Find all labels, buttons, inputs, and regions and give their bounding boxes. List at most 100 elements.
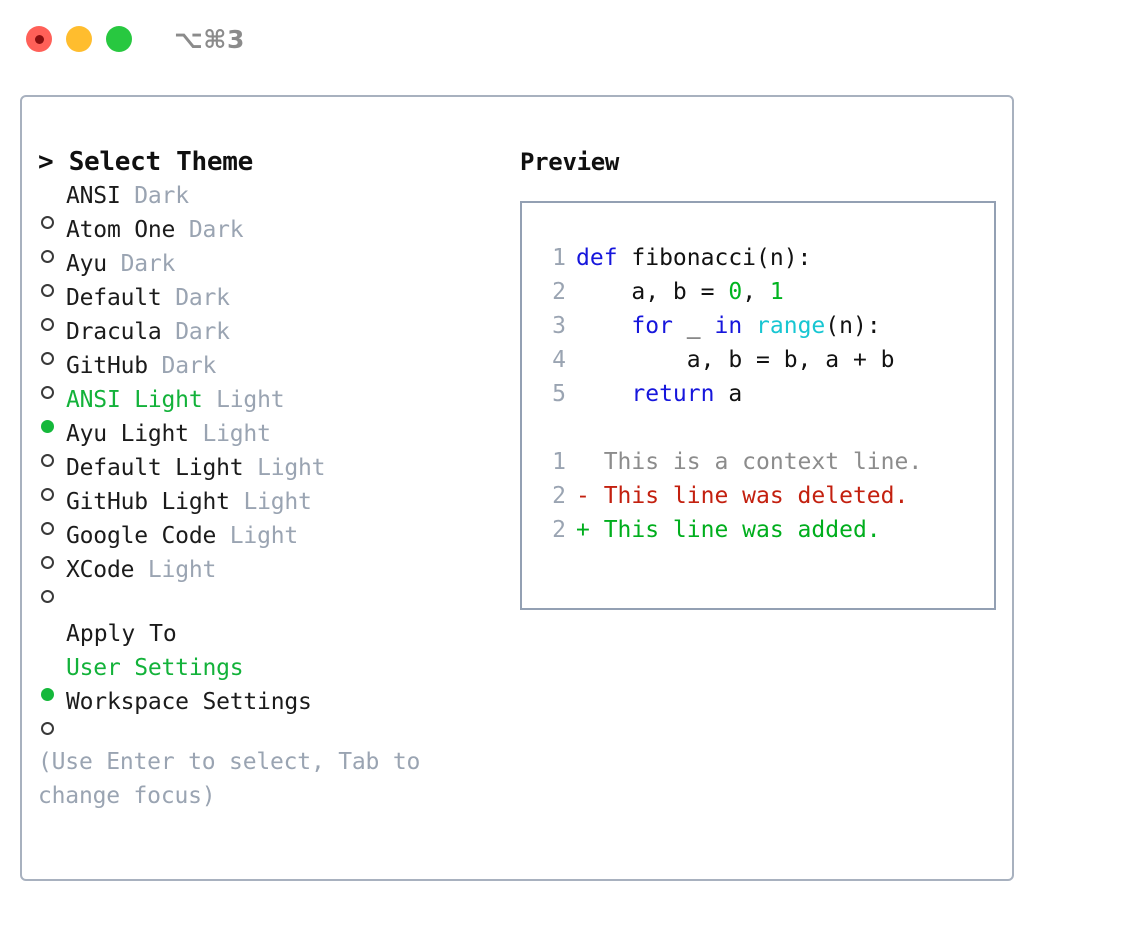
line-number: 2: [552, 279, 566, 305]
theme-variant-separator: [243, 451, 257, 485]
radio-dot: [41, 556, 54, 569]
code-token: _: [672, 313, 715, 339]
theme-variant-separator: [216, 519, 230, 553]
theme-list-item[interactable]: Atom One Dark: [38, 213, 498, 263]
theme-list-item[interactable]: ANSI Dark: [38, 179, 498, 229]
theme-name: Ayu Light: [66, 421, 189, 447]
code-token: range: [756, 313, 826, 339]
theme-name: Ayu: [66, 251, 107, 277]
theme-variant: Light: [243, 489, 312, 515]
code-token: (n):: [825, 313, 881, 339]
radio-dot: [41, 216, 54, 229]
radio-dot: [41, 250, 54, 263]
theme-list-item[interactable]: GitHub Dark: [38, 349, 498, 399]
theme-variant: Light: [257, 455, 326, 481]
theme-name: XCode: [66, 557, 135, 583]
code-token: 1: [769, 279, 784, 305]
keyboard-shortcut-label: ⌥⌘3: [174, 24, 245, 54]
theme-list-item[interactable]: Ayu Light Light: [38, 417, 498, 467]
theme-variant: Light: [216, 387, 285, 413]
code-token: in: [714, 313, 743, 339]
apply-to-option[interactable]: User Settings: [38, 651, 498, 701]
radio-dot: [41, 522, 54, 535]
theme-variant-separator: [148, 349, 162, 383]
theme-name: Default Light: [66, 455, 244, 481]
theme-name: Dracula: [66, 319, 162, 345]
line-number: 2: [552, 483, 566, 509]
theme-list-item[interactable]: Google Code Light: [38, 519, 498, 569]
theme-list-item[interactable]: GitHub Light Light: [38, 485, 498, 535]
close-button[interactable]: [26, 26, 52, 52]
theme-name: GitHub Light: [66, 489, 230, 515]
line-number: 5: [552, 381, 566, 407]
line-number: 2: [552, 517, 566, 543]
preview-title: Preview: [520, 148, 620, 176]
maximize-button[interactable]: [106, 26, 132, 52]
theme-variant: Dark: [134, 183, 189, 209]
theme-variant-separator: [134, 553, 148, 587]
line-number: 4: [552, 347, 566, 373]
theme-list-item[interactable]: Ayu Dark: [38, 247, 498, 297]
theme-name: GitHub: [66, 353, 148, 379]
title-bar: ⌥⌘3: [0, 0, 1140, 78]
theme-name: ANSI Light: [66, 387, 203, 413]
radio-dot: [41, 722, 54, 735]
theme-variant-separator: [202, 383, 216, 417]
code-token: def: [576, 245, 618, 271]
window-controls: [26, 26, 132, 52]
theme-variant: Dark: [175, 319, 230, 345]
code-token: a: [714, 381, 743, 407]
theme-list-item[interactable]: Default Dark: [38, 281, 498, 331]
theme-list-item[interactable]: Default Light Light: [38, 451, 498, 501]
code-blank-line: [536, 411, 994, 445]
theme-variant: Dark: [161, 353, 217, 379]
code-token: [576, 313, 631, 339]
code-text: def fibonacci(n):: [576, 241, 811, 275]
diff-text: - This line was deleted.: [576, 483, 909, 509]
theme-name: Google Code: [66, 523, 217, 549]
code-token: a, b =: [576, 279, 729, 305]
diff-line: 2 + This line was added.: [536, 513, 994, 547]
radio-dot: [41, 386, 54, 399]
diff-sample: 1 This is a context line. 2 - This line wa…: [536, 445, 994, 547]
radio-dot: [41, 420, 54, 433]
code-token: for: [631, 313, 673, 339]
theme-variant-separator: [107, 247, 121, 281]
theme-variant: Dark: [188, 217, 244, 243]
radio-dot: [41, 284, 54, 297]
section-gap: [38, 587, 498, 617]
keyboard-hint-text: (Use Enter to select, Tab to change focu…: [38, 749, 421, 809]
line-number: 3: [552, 313, 566, 339]
theme-variant: Dark: [120, 251, 176, 277]
code-token: 0: [728, 279, 743, 305]
apply-to-option[interactable]: Workspace Settings: [38, 685, 498, 735]
radio-dot: [41, 688, 54, 701]
code-line: 2 a, b = 0, 1: [536, 275, 994, 309]
code-token: [576, 381, 631, 407]
theme-list-item[interactable]: Dracula Dark: [38, 315, 498, 365]
apply-to-label: Workspace Settings: [66, 689, 312, 715]
line-number: 1: [552, 449, 566, 475]
theme-list-item[interactable]: ANSI Light Light: [38, 383, 498, 433]
radio-dot: [41, 454, 54, 467]
code-token: fibonacci(n):: [617, 245, 812, 271]
diff-text: This is a context line.: [576, 449, 923, 475]
theme-name: Atom One: [66, 217, 176, 243]
theme-list-item[interactable]: XCode Light: [38, 553, 498, 603]
apply-to-label: User Settings: [66, 655, 244, 681]
minimize-button[interactable]: [66, 26, 92, 52]
diff-line: 1 This is a context line.: [536, 445, 994, 479]
radio-dot: [41, 590, 54, 603]
diff-text: + This line was added.: [576, 517, 881, 543]
theme-variant-separator: [230, 485, 244, 519]
radio-dot: [41, 352, 54, 365]
theme-name: ANSI: [66, 183, 121, 209]
code-token: ,: [742, 279, 770, 305]
theme-variant: Light: [147, 557, 217, 583]
theme-variant-separator: [189, 417, 203, 451]
